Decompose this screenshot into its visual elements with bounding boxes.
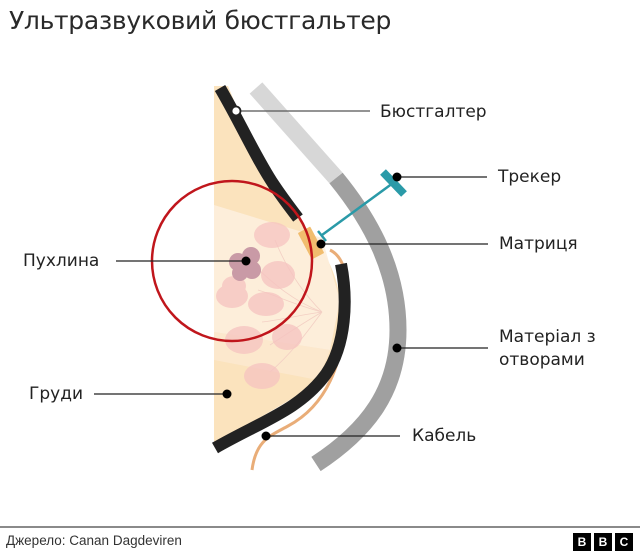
material-with-holes [249, 82, 407, 472]
bbc-logo-letter: C [615, 533, 633, 551]
label-tumor: Пухлина [23, 251, 100, 271]
footer-divider [0, 526, 640, 528]
bbc-logo-letter: B [594, 533, 612, 551]
source-credit: Джерело: Canan Dagdeviren [6, 533, 182, 548]
label-cable: Кабель [412, 426, 477, 446]
label-material-line1: Матеріал з [499, 327, 596, 347]
bbc-logo-letter: B [573, 533, 591, 551]
label-material-line2: отворами [499, 350, 585, 370]
page-title: Ультразвуковий бюстгальтер [9, 6, 392, 35]
label-tracker: Трекер [498, 167, 562, 187]
tracker [317, 169, 407, 242]
label-bra: Бюстгалтер [380, 102, 487, 122]
leader-lines [94, 105, 488, 441]
breast-tissue [214, 86, 340, 444]
label-matrix: Матриця [499, 234, 578, 254]
label-breast: Груди [29, 384, 84, 404]
bbc-logo: B B C [573, 533, 633, 551]
